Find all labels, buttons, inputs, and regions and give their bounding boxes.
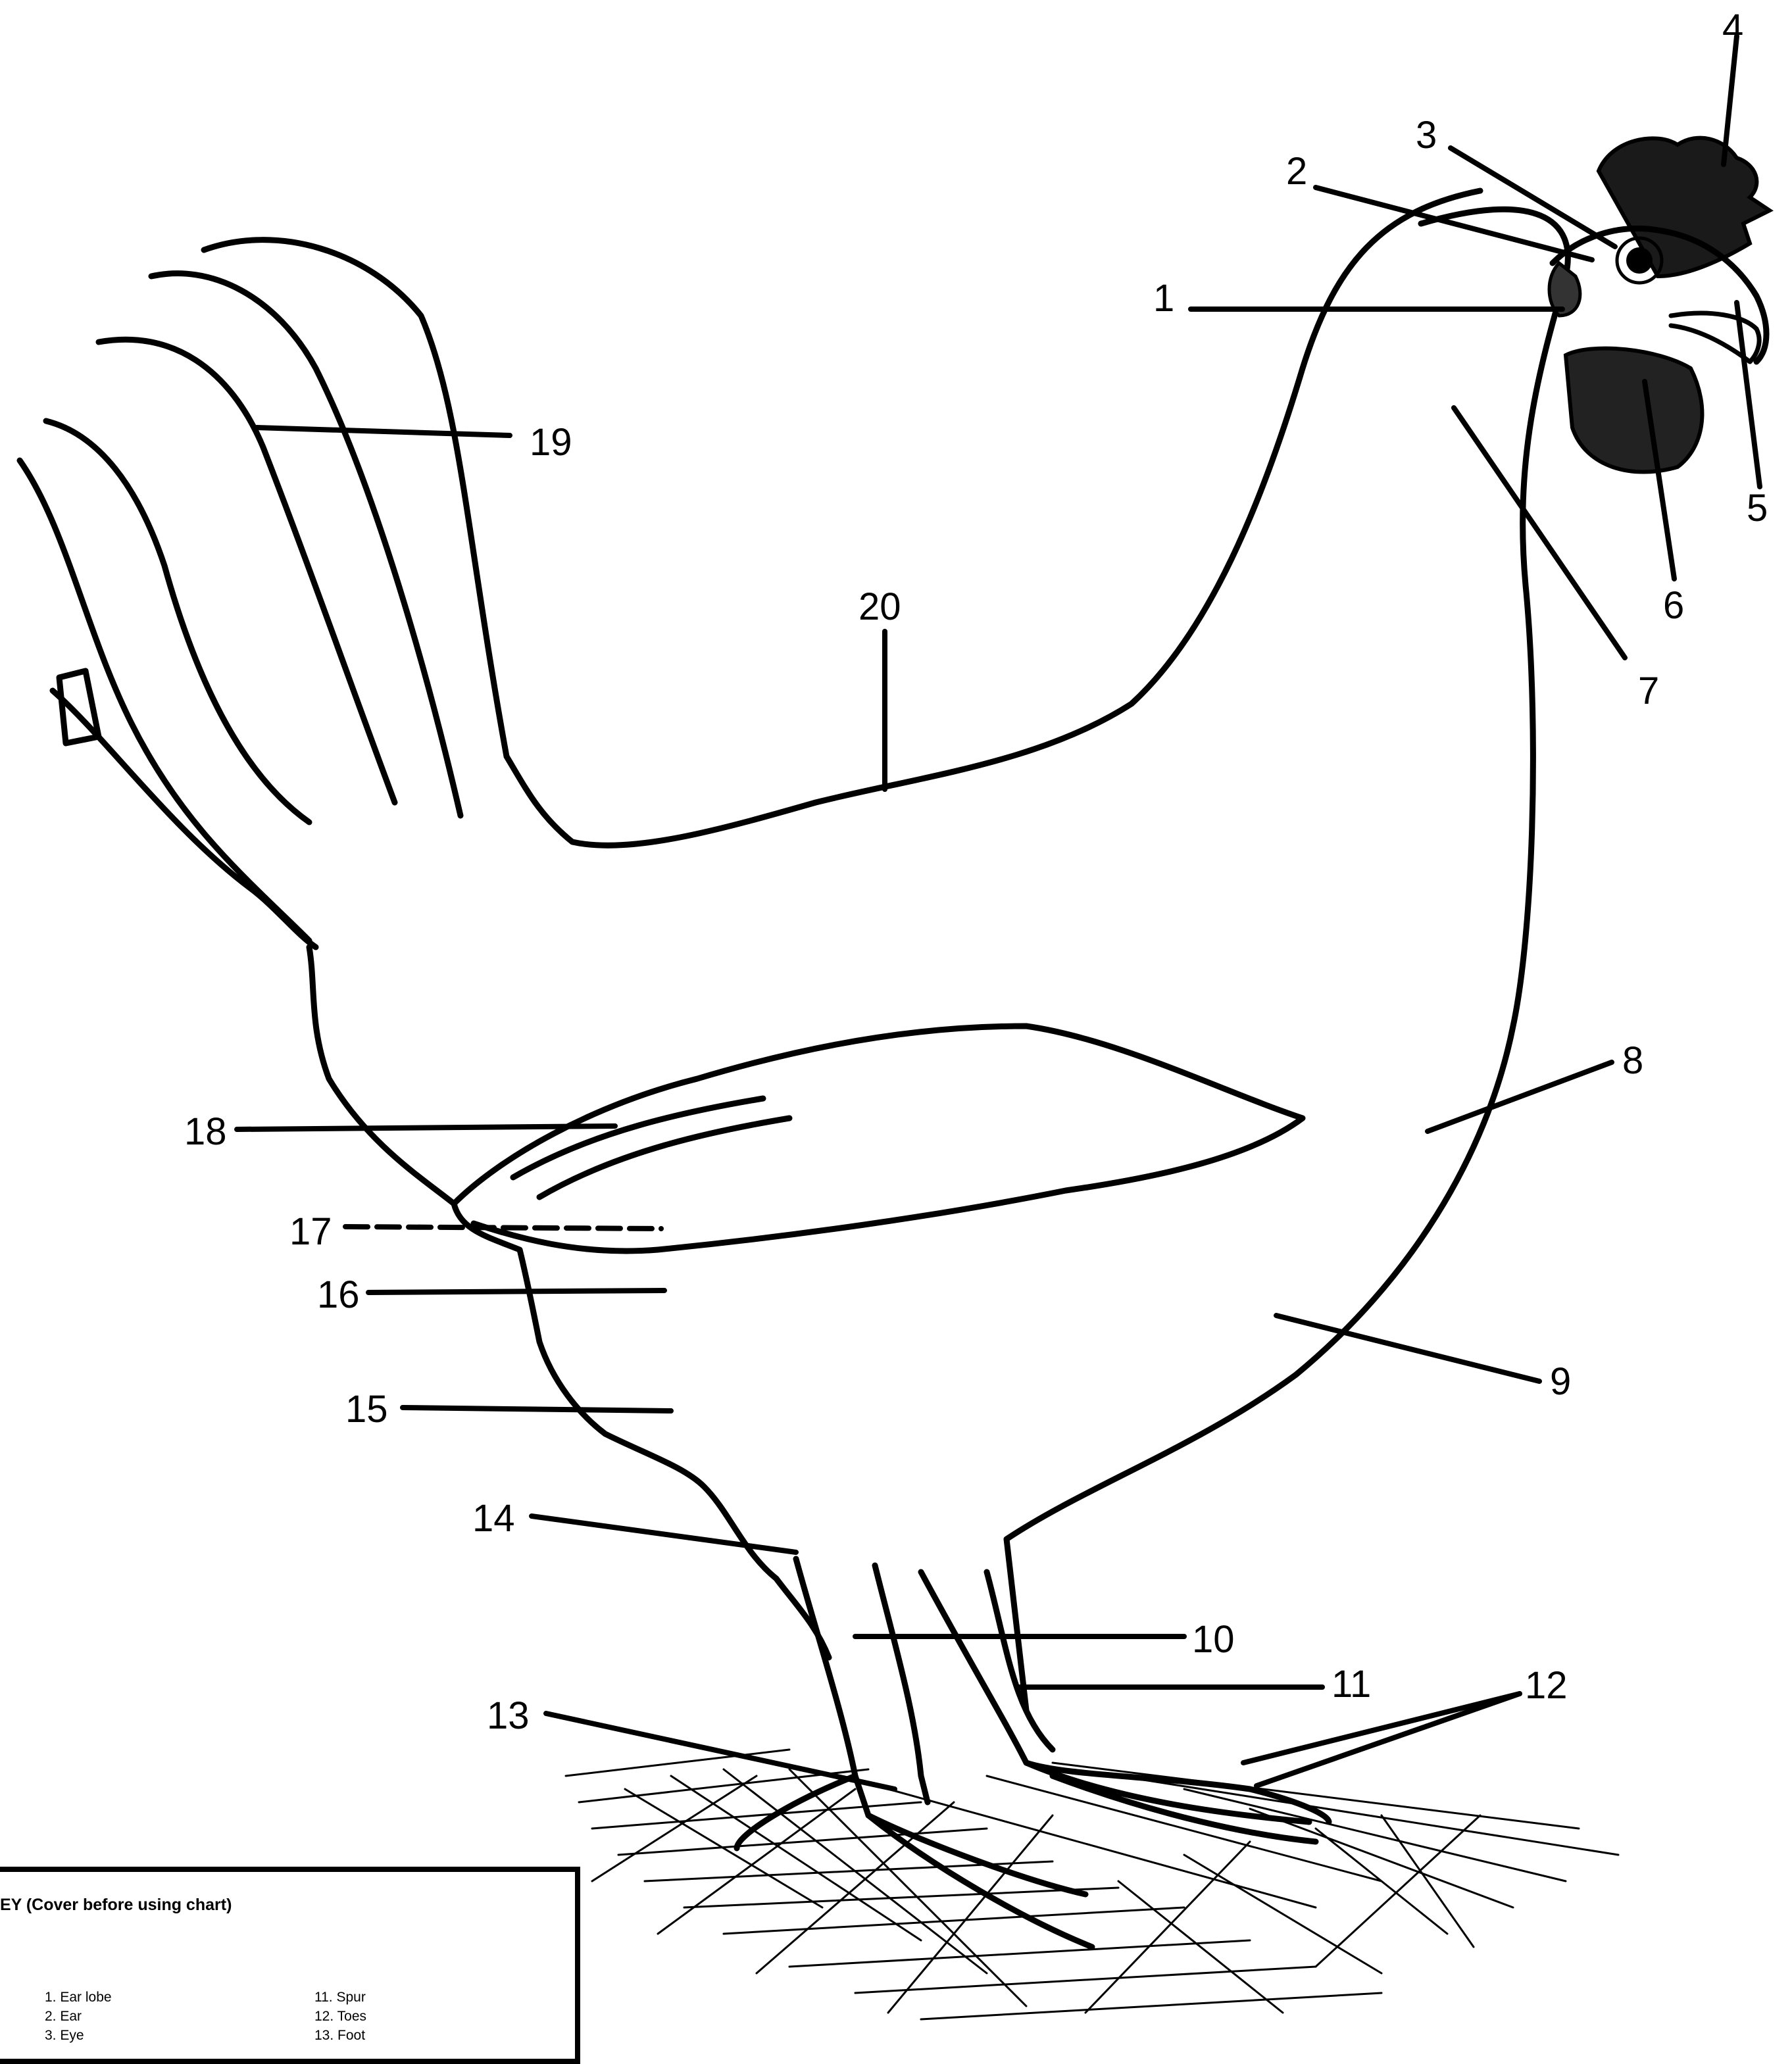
callout-label-18: 18 <box>184 1110 227 1153</box>
callout-label-11: 11 <box>1332 1663 1371 1706</box>
callout-label-17: 17 <box>289 1210 332 1253</box>
callout-label-12: 12 <box>1525 1664 1568 1707</box>
callout-label-20: 20 <box>859 585 901 628</box>
callout-label-19: 19 <box>530 421 572 464</box>
callout-label-3: 3 <box>1416 114 1437 157</box>
callout-label-16: 16 <box>317 1273 360 1316</box>
callout-label-7: 7 <box>1638 670 1659 712</box>
callout-label-2: 2 <box>1286 150 1307 193</box>
neck-breast-outline <box>1007 209 1568 1710</box>
callout-label-15: 15 <box>345 1388 388 1431</box>
callout-label-9: 9 <box>1550 1360 1571 1403</box>
eye <box>1626 247 1653 274</box>
tail-outline <box>204 240 507 756</box>
callout-label-4: 4 <box>1722 7 1743 49</box>
key-item-11: 11. Spur <box>314 1988 366 2007</box>
callout-label-8: 8 <box>1622 1039 1643 1082</box>
callout-label-1: 1 <box>1153 277 1174 320</box>
answer-key-column-2: 11. Spur 12. Toes 13. Foot <box>314 1988 366 2045</box>
answer-key-title: EY (Cover before using chart) <box>0 1896 232 1915</box>
neck-back-outline <box>507 191 1480 845</box>
callout-label-10: 10 <box>1192 1618 1235 1661</box>
fluff-outline <box>454 1204 829 1658</box>
callout-label-6: 6 <box>1663 584 1684 627</box>
answer-key-box: EY (Cover before using chart) 1. Ear lob… <box>0 1867 580 2064</box>
key-item-12: 12. Toes <box>314 2007 366 2026</box>
key-item-13: 13. Foot <box>314 2026 366 2045</box>
key-item-2: 2. Ear <box>45 2007 112 2026</box>
callout-label-14: 14 <box>472 1497 515 1540</box>
comb <box>1599 138 1770 276</box>
answer-key-column-1: 1. Ear lobe 2. Ear 3. Eye <box>45 1988 112 2045</box>
callout-label-13: 13 <box>487 1694 530 1737</box>
callout-label-5: 5 <box>1747 487 1768 529</box>
toes-outline <box>737 1763 1316 1947</box>
key-item-1: 1. Ear lobe <box>45 1988 112 2007</box>
key-item-3: 3. Eye <box>45 2026 112 2045</box>
callout-lines <box>237 36 1760 1789</box>
wattle <box>1566 349 1702 472</box>
wing-outline <box>454 1026 1303 1251</box>
